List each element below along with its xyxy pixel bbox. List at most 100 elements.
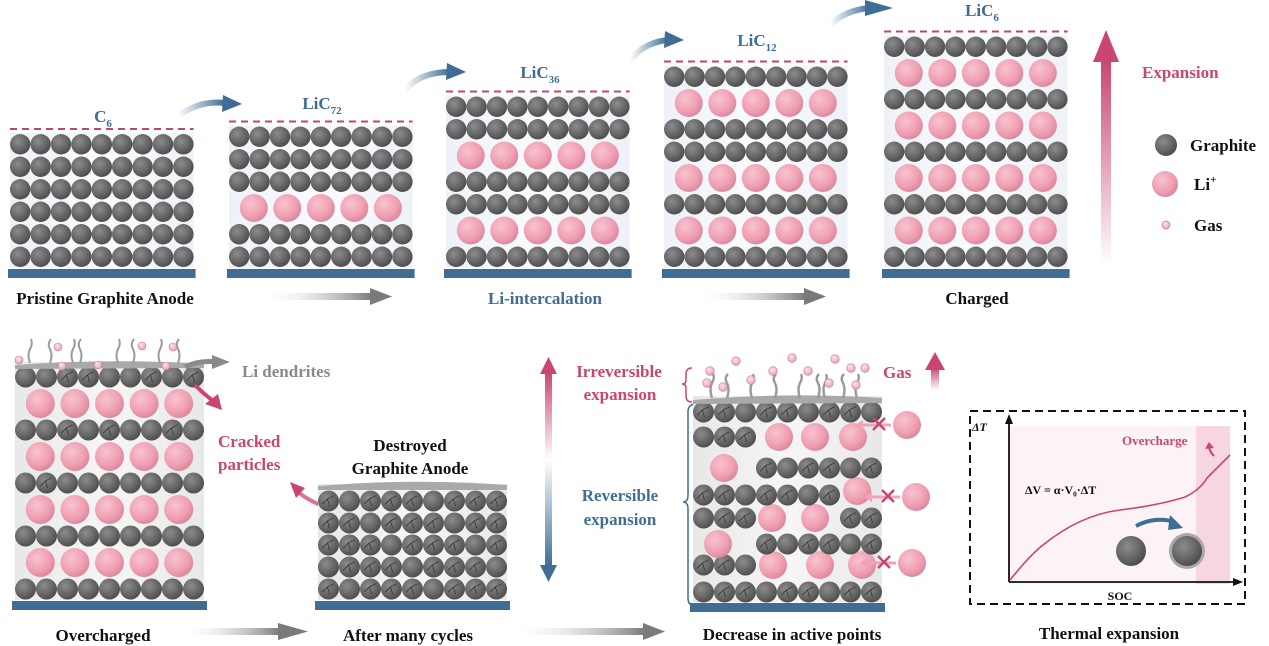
graphite-particle [141,473,162,494]
graphite-particle [966,247,986,267]
li-dendrite [29,339,32,363]
graphite-particle [884,37,904,57]
lithium-ion [490,142,518,170]
graphite-particle [99,367,120,388]
lithium-ion [457,217,485,245]
graphite-particle [807,194,827,214]
lithium-ion [95,495,124,524]
graphite-particle [986,37,1006,57]
graphite-particle [1006,194,1026,214]
graphite-particle [120,526,141,547]
current-collector [882,269,1070,278]
graphite-particle [861,402,882,423]
irreversible-brace [682,368,692,402]
lithium-ion [742,164,770,192]
graphite-particle [112,157,132,177]
reversible-label-line1: Reversible [582,486,659,505]
lithium-ion [557,217,585,245]
lithium-ion [26,548,55,577]
graphite-particle [589,119,609,139]
graphite-particle [548,194,568,214]
graphite-particle [30,157,50,177]
graphite-particle [798,485,819,506]
lithium-ion [895,217,923,245]
blocked-lithium-ion [893,411,921,439]
gas-bubble [162,362,170,370]
lithium-ion [164,495,193,524]
reversible-irreversible-arrow [540,357,557,582]
stage-stack [444,92,632,279]
lithium-ion [928,164,956,192]
li-dendrite [159,339,162,363]
graphite-particle [173,179,193,199]
graphite-particle [807,67,827,87]
graphite-particle [290,224,310,244]
lithium-ion [895,112,923,140]
graphite-particle [372,149,392,169]
lithium-ion [60,495,89,524]
formula-lic12: LiC12 [737,31,777,54]
lithium-ion [675,217,703,245]
graphite-particle [1047,142,1067,162]
lithium-ion [895,59,923,87]
graphite-particle [904,142,924,162]
graphite-particle [311,247,331,267]
graphite-particle [925,194,945,214]
graphite-particle [360,513,381,534]
lithium-ion [457,142,485,170]
gas-up-arrow [925,352,945,390]
legend: Graphite Li+ Gas [1152,134,1257,235]
graphite-particle [183,473,204,494]
graphite-particle [132,134,152,154]
graphite-particle [51,202,71,222]
graphite-particle [30,224,50,244]
graphite-particle [311,172,331,192]
graphite-particle [30,134,50,154]
graphite-particle [589,247,609,267]
graphite-particle [807,247,827,267]
graphite-particle [10,247,30,267]
overcharge-label: Overcharge [1122,433,1188,448]
graphite-particle [446,172,466,192]
graphite-particle [786,247,806,267]
li-dendrite [817,374,820,398]
graphite-particle [986,89,1006,109]
cracked-label-line2: particles [218,455,281,474]
graphite-particle [1006,247,1026,267]
li-dendrite [799,374,802,398]
graphite-particle [925,142,945,162]
graphite-particle [311,224,331,244]
graphite-particle [786,194,806,214]
graphite-particle [827,194,847,214]
graphite-particle [290,127,310,147]
graphite-particle [51,247,71,267]
lithium-ion [742,217,770,245]
graphite-particle [589,172,609,192]
lithium-ion [273,194,301,222]
graphite-particle [466,247,486,267]
gas-bubble [804,367,813,376]
graphite-particle [884,194,904,214]
lithium-ion [848,551,876,579]
graphite-particle [548,97,568,117]
graphite-particle [92,224,112,244]
stage-transition-arrow [630,31,684,60]
lithium-ion [557,142,585,170]
graphite-particle [725,194,745,214]
graphite-particle [10,224,30,244]
li-dendrites-label: Li dendrites [242,362,331,381]
graphite-particle [609,119,629,139]
lithium-ion [130,442,159,471]
graphite-particle [392,224,412,244]
graphite-particle [30,179,50,199]
graphite-particle [78,473,99,494]
graphite-particle [423,491,444,512]
graphite-particle [466,119,486,139]
lithium-ion [801,504,829,532]
lithium-ion [801,423,829,451]
graphite-particle [1027,37,1047,57]
graphite-particle [528,119,548,139]
graphite-particle [112,202,132,222]
lithium-ion [995,164,1023,192]
lithium-ion [775,164,803,192]
